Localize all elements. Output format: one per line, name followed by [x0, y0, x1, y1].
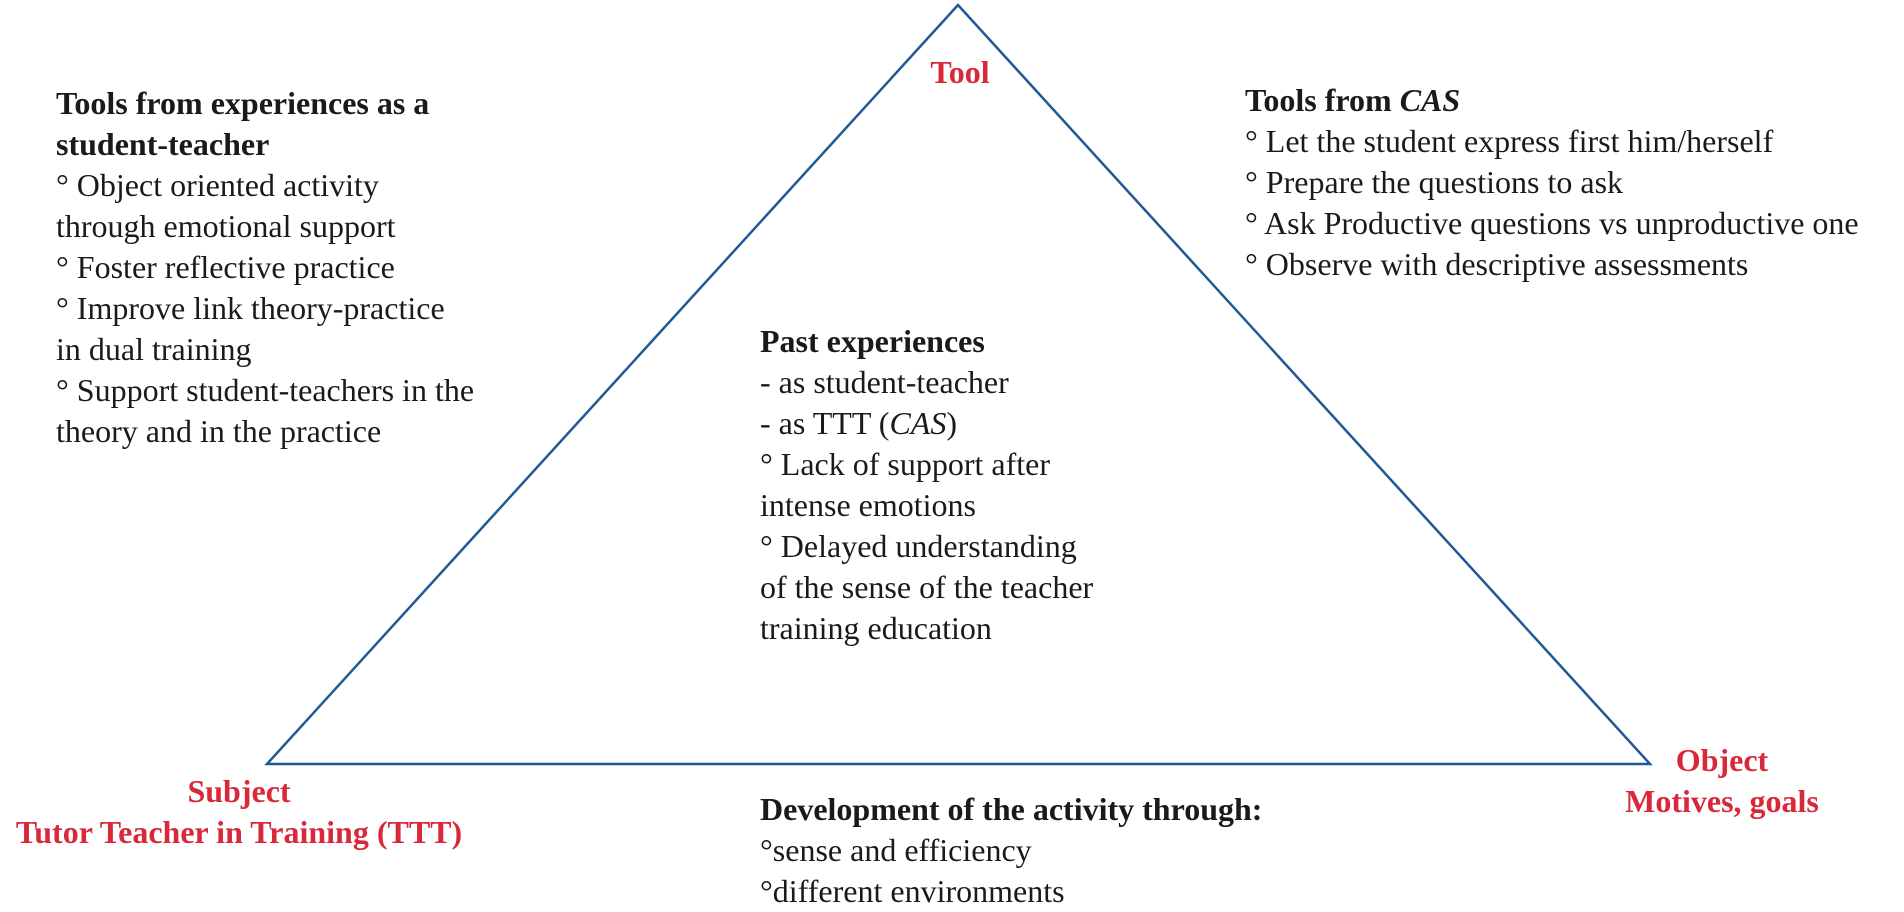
bottom-heading: Development of the activity through:: [760, 791, 1263, 827]
vertex-subject-label: Subject Tutor Teacher in Training (TTT): [0, 771, 478, 853]
left-line: ° Improve link theory-practice: [56, 290, 445, 326]
center-ttt-suffix: ): [946, 405, 957, 441]
triangle-outline: [264, 3, 1653, 766]
right-tools-box: Tools from CAS ° Let the student express…: [1245, 80, 1859, 285]
center-past-experiences-box: Past experiences - as student-teacher - …: [760, 321, 1093, 649]
right-heading-prefix: Tools from: [1245, 82, 1400, 118]
center-line-student: - as student-teacher: [760, 364, 1009, 400]
bottom-line: °different environments: [760, 873, 1065, 909]
right-line: ° Observe with descriptive assessments: [1245, 246, 1749, 282]
center-line: training education: [760, 610, 992, 646]
left-line: theory and in the practice: [56, 413, 382, 449]
left-tools-box: Tools from experiences as a student-teac…: [56, 83, 474, 452]
center-line: intense emotions: [760, 487, 976, 523]
left-heading-line1: Tools from experiences as a: [56, 85, 430, 121]
right-heading-italic: CAS: [1399, 82, 1461, 118]
left-line: in dual training: [56, 331, 252, 367]
right-heading: Tools from CAS: [1245, 80, 1859, 121]
object-sublabel: Motives, goals: [1625, 783, 1819, 819]
center-ttt-italic: CAS: [889, 405, 947, 441]
left-line: ° Foster reflective practice: [56, 249, 395, 285]
tool-label: Tool: [930, 54, 990, 90]
right-line: ° Ask Productive questions vs unproducti…: [1245, 205, 1859, 241]
left-heading-line2: student-teacher: [56, 126, 270, 162]
bottom-line: °sense and efficiency: [760, 832, 1032, 868]
left-line: ° Support student-teachers in the: [56, 372, 475, 408]
bottom-development-box: Development of the activity through: °se…: [760, 789, 1262, 912]
right-line: ° Prepare the questions to ask: [1245, 164, 1624, 200]
right-line: ° Let the student express first him/hers…: [1245, 123, 1774, 159]
center-line: of the sense of the teacher: [760, 569, 1094, 605]
subject-label: Subject: [187, 773, 291, 809]
left-line: ° Object oriented activity: [56, 167, 379, 203]
subject-sublabel: Tutor Teacher in Training (TTT): [15, 814, 463, 850]
center-line: ° Delayed understanding: [760, 528, 1077, 564]
left-line: through emotional support: [56, 208, 396, 244]
vertex-object-label: Object Motives, goals: [1602, 740, 1842, 822]
vertex-tool-label: Tool: [900, 52, 1020, 93]
center-line: ° Lack of support after: [760, 446, 1051, 482]
center-heading: Past experiences: [760, 323, 985, 359]
center-line-ttt: - as TTT (CAS): [760, 403, 1093, 444]
center-ttt-prefix: - as TTT (: [760, 405, 890, 441]
object-label: Object: [1675, 742, 1769, 778]
